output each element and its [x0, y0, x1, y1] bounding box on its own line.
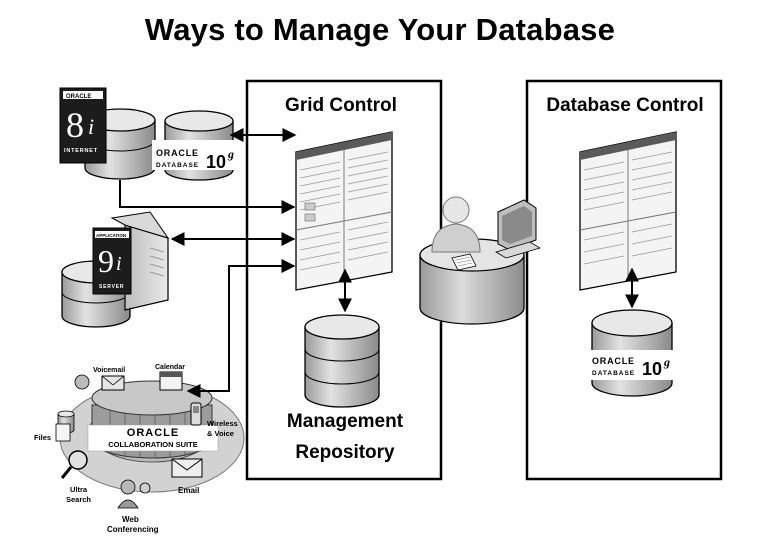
voicemail-icon — [101, 375, 125, 391]
oracle-10g-logo-right: ORACLE DATABASE 10 g — [592, 355, 670, 379]
svg-text:DATABASE: DATABASE — [592, 370, 635, 377]
administrator-person-icon — [431, 196, 481, 253]
ultra-search-magnifier-icon — [60, 450, 88, 479]
db-console-window-icon — [579, 131, 677, 291]
svg-text:ORACLE: ORACLE — [127, 427, 179, 439]
oracle10g-database-cylinder-icon — [152, 110, 240, 181]
svg-text:APPLICATION: APPLICATION — [96, 233, 126, 238]
svg-text:Search: Search — [66, 495, 91, 504]
app-server-tower-icon — [110, 211, 170, 311]
svg-text:8: 8 — [66, 105, 84, 145]
svg-text:Conferencing: Conferencing — [107, 525, 159, 534]
svg-text:Email: Email — [178, 486, 199, 495]
svg-text:DATABASE: DATABASE — [156, 162, 199, 169]
svg-text:COLLABORATION SUITE: COLLABORATION SUITE — [108, 440, 197, 449]
svg-text:& Voice: & Voice — [207, 429, 234, 438]
svg-text:Voicemail: Voicemail — [93, 367, 125, 374]
database-control-box — [525, 79, 723, 481]
web-conferencing-icon — [117, 479, 151, 509]
management-repository-cylinder-icon — [304, 314, 380, 408]
svg-text:10: 10 — [206, 152, 226, 172]
svg-text:ORACLE: ORACLE — [66, 94, 91, 100]
svg-text:g: g — [663, 355, 670, 369]
svg-text:9: 9 — [98, 243, 114, 279]
svg-text:ORACLE: ORACLE — [156, 148, 199, 158]
files-icon — [55, 410, 75, 442]
page-title: Ways to Manage Your Database — [144, 12, 616, 47]
database-control-title: Database Control — [546, 95, 703, 116]
calendar-icon — [159, 371, 183, 391]
oracle-10g-logo-top: ORACLE DATABASE 10 g — [156, 147, 234, 172]
svg-text:Files: Files — [34, 433, 51, 442]
repository-label-line2: Repository — [295, 442, 395, 463]
svg-text:ORACLE: ORACLE — [592, 356, 635, 366]
wireless-device-icon — [190, 402, 202, 426]
administrator-monitor-icon — [495, 199, 541, 259]
repository-label-line1: Management — [287, 411, 404, 432]
svg-text:Calendar: Calendar — [155, 364, 185, 371]
oracle8i-logo-icon: ORACLE 8 i INTERNET — [59, 87, 107, 164]
phone-icon — [74, 374, 90, 390]
svg-text:g: g — [227, 147, 234, 161]
db-control-database-cylinder-icon — [588, 309, 678, 397]
email-envelope-icon — [171, 458, 203, 478]
svg-text:i: i — [88, 114, 94, 139]
svg-text:10: 10 — [642, 359, 662, 379]
svg-text:Wireless: Wireless — [207, 419, 238, 428]
svg-text:Ultra: Ultra — [70, 485, 88, 494]
grid-control-title: Grid Control — [285, 95, 397, 116]
svg-text:INTERNET: INTERNET — [64, 148, 98, 154]
svg-text:i: i — [116, 253, 122, 275]
app-server-9i-logo-icon: APPLICATION 9 i SERVER — [92, 227, 132, 295]
collaboration-suite-logo: ORACLE COLLABORATION SUITE — [108, 427, 197, 449]
connection-arrows — [119, 128, 639, 398]
svg-text:Web: Web — [122, 515, 139, 524]
grid-console-window-icon — [295, 131, 393, 291]
svg-text:SERVER: SERVER — [99, 284, 124, 290]
